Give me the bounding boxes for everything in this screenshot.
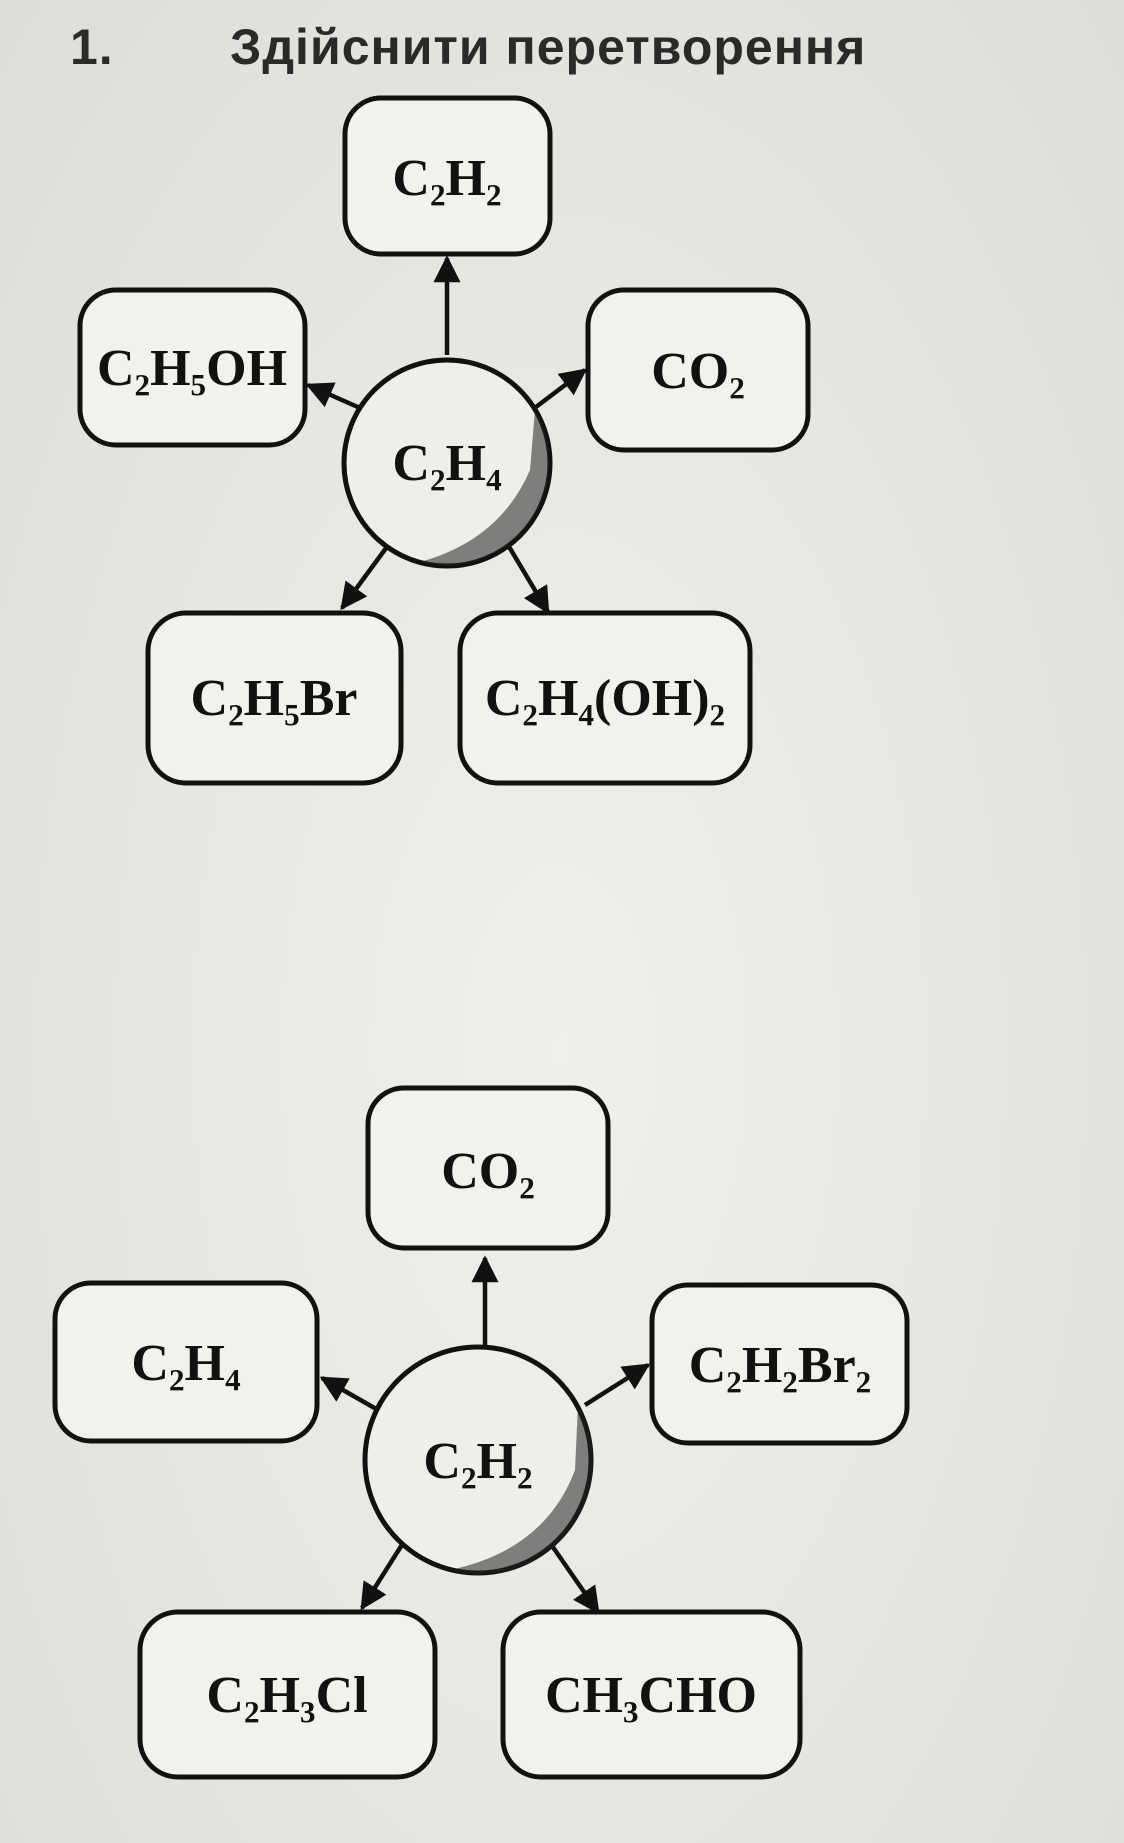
scheme-1: C₂H₄ C₂H₂ C₂H₅OH CO₂ C₂H₅Br C₂H₄(OH)₂: [77, 95, 811, 786]
arrow-1-bottom-right: [503, 538, 550, 615]
product-formula: C₂H₄: [131, 1335, 241, 1392]
product-formula: C₂H₂: [392, 150, 501, 207]
box-outline: [77, 287, 308, 448]
product-box-1-left: C₂H₅OH: [77, 287, 308, 448]
arrow-2-left: [319, 1376, 380, 1412]
product-formula: C₂H₅Br: [191, 670, 358, 727]
center-circle: [341, 357, 553, 569]
arrow-1-left: [305, 382, 361, 411]
arrow-2-bottom-right: [546, 1538, 600, 1615]
center-shading: [450, 1405, 593, 1575]
arrow-2-bottom-left: [360, 1538, 407, 1611]
product-formula: C₂H₄(OH)₂: [485, 670, 725, 727]
product-formula: CO₂: [651, 343, 745, 400]
product-formula: C₂H₂Br₂: [689, 1337, 872, 1394]
product-box-1-bottom-right: C₂H₄(OH)₂: [457, 610, 753, 786]
product-formula: CO₂: [441, 1143, 535, 1200]
arrow-1-bottom-left: [340, 538, 394, 611]
product-box-2-top: CO₂: [365, 1085, 611, 1251]
box-outline: [137, 1609, 438, 1780]
box-outline: [585, 287, 811, 453]
arrow-1-right: [526, 368, 588, 415]
product-box-2-bottom-left: C₂H₃Cl: [137, 1609, 438, 1780]
box-outline: [457, 610, 753, 786]
product-box-1-top: C₂H₂: [342, 95, 553, 257]
box-outline: [649, 1282, 910, 1446]
product-box-1-right: CO₂: [585, 287, 811, 453]
product-box-2-left: C₂H₄: [52, 1280, 320, 1444]
product-box-2-bottom-right: CH₃CHO: [500, 1609, 803, 1780]
center-shading: [420, 410, 550, 566]
scheme-2: C₂H₂ CO₂ C₂H₄ C₂H₂Br₂ C₂H₃Cl CH₃CHO: [52, 1085, 910, 1780]
product-formula: C₂H₃Cl: [206, 1667, 367, 1724]
box-outline: [342, 95, 553, 257]
box-outline: [500, 1609, 803, 1780]
product-formula: C₂H₅OH: [97, 340, 287, 397]
task-number: 1.: [70, 19, 114, 75]
product-formula: CH₃CHO: [545, 1667, 757, 1724]
box-outline: [365, 1085, 611, 1251]
product-box-1-bottom-left: C₂H₅Br: [145, 610, 404, 786]
center-formula: C₂H₂: [423, 1433, 532, 1490]
task-title: Здійснити перетворення: [230, 19, 867, 75]
box-outline: [145, 610, 404, 786]
center-formula: C₂H₄: [392, 435, 502, 492]
scheme-1-center: C₂H₄: [341, 357, 553, 569]
scheme-2-center: C₂H₂: [362, 1344, 594, 1576]
arrow-2-right: [583, 1363, 651, 1407]
product-box-2-right: C₂H₂Br₂: [649, 1282, 910, 1446]
box-outline: [52, 1280, 320, 1444]
